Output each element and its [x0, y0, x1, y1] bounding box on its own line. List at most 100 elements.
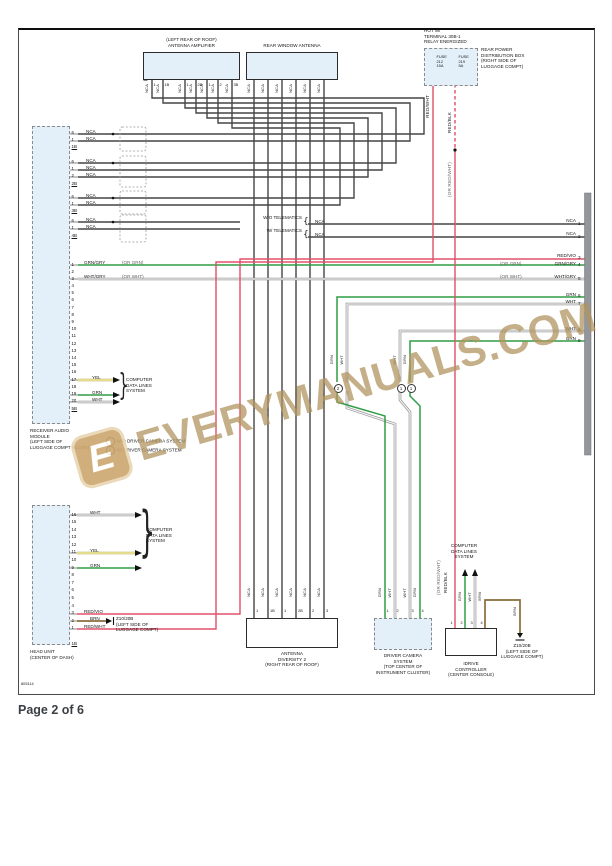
pin-number: 1	[71, 224, 74, 230]
pin-number: 6	[71, 129, 74, 135]
right-pin-9: 9	[578, 338, 581, 343]
power-distribution-box	[424, 48, 478, 86]
wire-label: BRN	[90, 615, 100, 621]
wire-label: RED/WHT	[425, 95, 430, 118]
pin-number: 9	[71, 564, 74, 570]
head-unit-box	[32, 505, 70, 645]
wire-label: NCA	[315, 218, 325, 224]
pin-number: 1	[71, 200, 74, 206]
wire-label: GRN	[565, 291, 576, 297]
fuse-219-label: FUSE 219 5A	[458, 54, 469, 69]
pin-number: 9	[71, 319, 74, 324]
pin-number: 1	[71, 261, 74, 267]
wire-label: GRN	[90, 562, 101, 568]
wire-label: NCA	[86, 216, 96, 222]
brace: }	[139, 500, 155, 563]
wo-telematics-label: W/O TELEMATICS	[263, 215, 302, 220]
brace: {	[303, 217, 309, 227]
pin-number: 11	[71, 549, 76, 555]
pin-number: 12	[71, 340, 77, 346]
shield-pin: 2B	[71, 181, 78, 186]
right-pin-4: 4	[578, 262, 581, 267]
pin-number: 1	[208, 82, 211, 87]
pin-number: 4	[71, 283, 74, 289]
pin-number: 1	[71, 165, 74, 171]
wire-label: NCA	[274, 84, 279, 93]
wire-label: RED/BLK	[443, 572, 448, 594]
wire-label: NCA	[86, 199, 96, 205]
shield-pin: 3B	[71, 208, 78, 213]
pin-number: 18	[71, 383, 77, 389]
pin-number: 7	[71, 304, 74, 310]
shield-pin: 5B	[71, 405, 78, 411]
pin-number: 3	[71, 610, 74, 616]
pin-number: 12	[71, 541, 77, 547]
pin-number: 2	[71, 268, 74, 274]
pin-number: 13	[71, 347, 77, 353]
wire-label: WHT	[92, 396, 103, 402]
driver-camera-box	[374, 618, 432, 650]
right-pin-7: 7	[578, 301, 581, 306]
rear-window-antenna-box	[246, 52, 338, 80]
hot-feed-label: HOT W/ TERMINAL 30B-1 RELAY ENERGIZED	[424, 28, 467, 44]
wire-label: GRN	[457, 592, 462, 602]
right-pin-6: 6	[578, 293, 581, 298]
pin-number: 8	[71, 572, 74, 578]
right-pin-3: 3	[578, 255, 581, 260]
wire-label: WHT	[402, 588, 407, 598]
wire-label: NCA	[224, 84, 229, 93]
wire-label: GRN/GRY	[554, 260, 576, 266]
wire-label: GRN	[412, 588, 417, 598]
pin-number: 1B	[164, 82, 170, 87]
computer-data-lines-label: COMPUTER DATA LINES SYSTEM	[146, 527, 173, 543]
wire-label: NCA	[316, 84, 321, 93]
pin-number: 2B	[197, 82, 203, 87]
pin-number: 2	[460, 619, 463, 625]
wire-label: WHT	[467, 592, 472, 602]
wire-label: WHT	[387, 588, 392, 598]
wire-label: WHT	[565, 298, 576, 304]
wire-label: BRN	[512, 607, 517, 616]
wire-alt-label: (OR RED/WHT)	[436, 560, 441, 596]
pin-number: 4	[71, 602, 74, 608]
wire-label: NCA	[86, 157, 96, 163]
pin-number: 2	[312, 608, 315, 613]
wire-label: NCA	[260, 588, 265, 597]
pin-number: 14	[71, 526, 77, 532]
wire-label: NCA	[316, 588, 321, 597]
right-pin-2: 2	[578, 234, 581, 239]
pin-number: 1	[71, 625, 74, 631]
pin-number: 1	[153, 82, 156, 87]
wire-label: WHT	[90, 509, 101, 515]
pin-number: 1	[450, 619, 453, 625]
pin-number: 1	[71, 136, 74, 142]
right-pin-1: 1	[578, 221, 581, 226]
driver-camera-label: DRIVER CAMERA SYSTEM (TOP CENTER OF INST…	[375, 653, 431, 675]
pin-number: 16	[71, 511, 77, 517]
pin-number: 3	[71, 275, 74, 281]
rear-window-antenna-label: REAR WINDOW ANTENNA	[263, 43, 321, 48]
idrive-controller-box	[445, 628, 497, 656]
pin-number: 2	[396, 608, 399, 613]
wire-label: NCA	[288, 588, 293, 597]
pin-number: 15	[71, 362, 77, 368]
shield-pin: 1B	[71, 641, 78, 646]
pin-number: 10	[71, 557, 77, 563]
diagram-code: 805114	[21, 681, 34, 686]
wire-label: GRN	[92, 389, 103, 395]
pin-number: 2	[219, 82, 222, 87]
pin-number: 13	[71, 534, 77, 540]
fuse-212-label: FUSE 212 15A	[436, 54, 447, 69]
idrive-controller-label: IDRIVE CONTROLLER (CENTER CONSOLE)	[448, 661, 494, 677]
antenna-diversity-label: ANTENNA DIVERSITY 2 (RIGHT REAR OF ROOF)	[265, 651, 319, 667]
pin-number: 17	[71, 376, 77, 382]
wire-label: RED/VIO	[557, 253, 576, 258]
pin-number: 1	[186, 82, 189, 87]
pin-number: 6	[71, 297, 74, 303]
